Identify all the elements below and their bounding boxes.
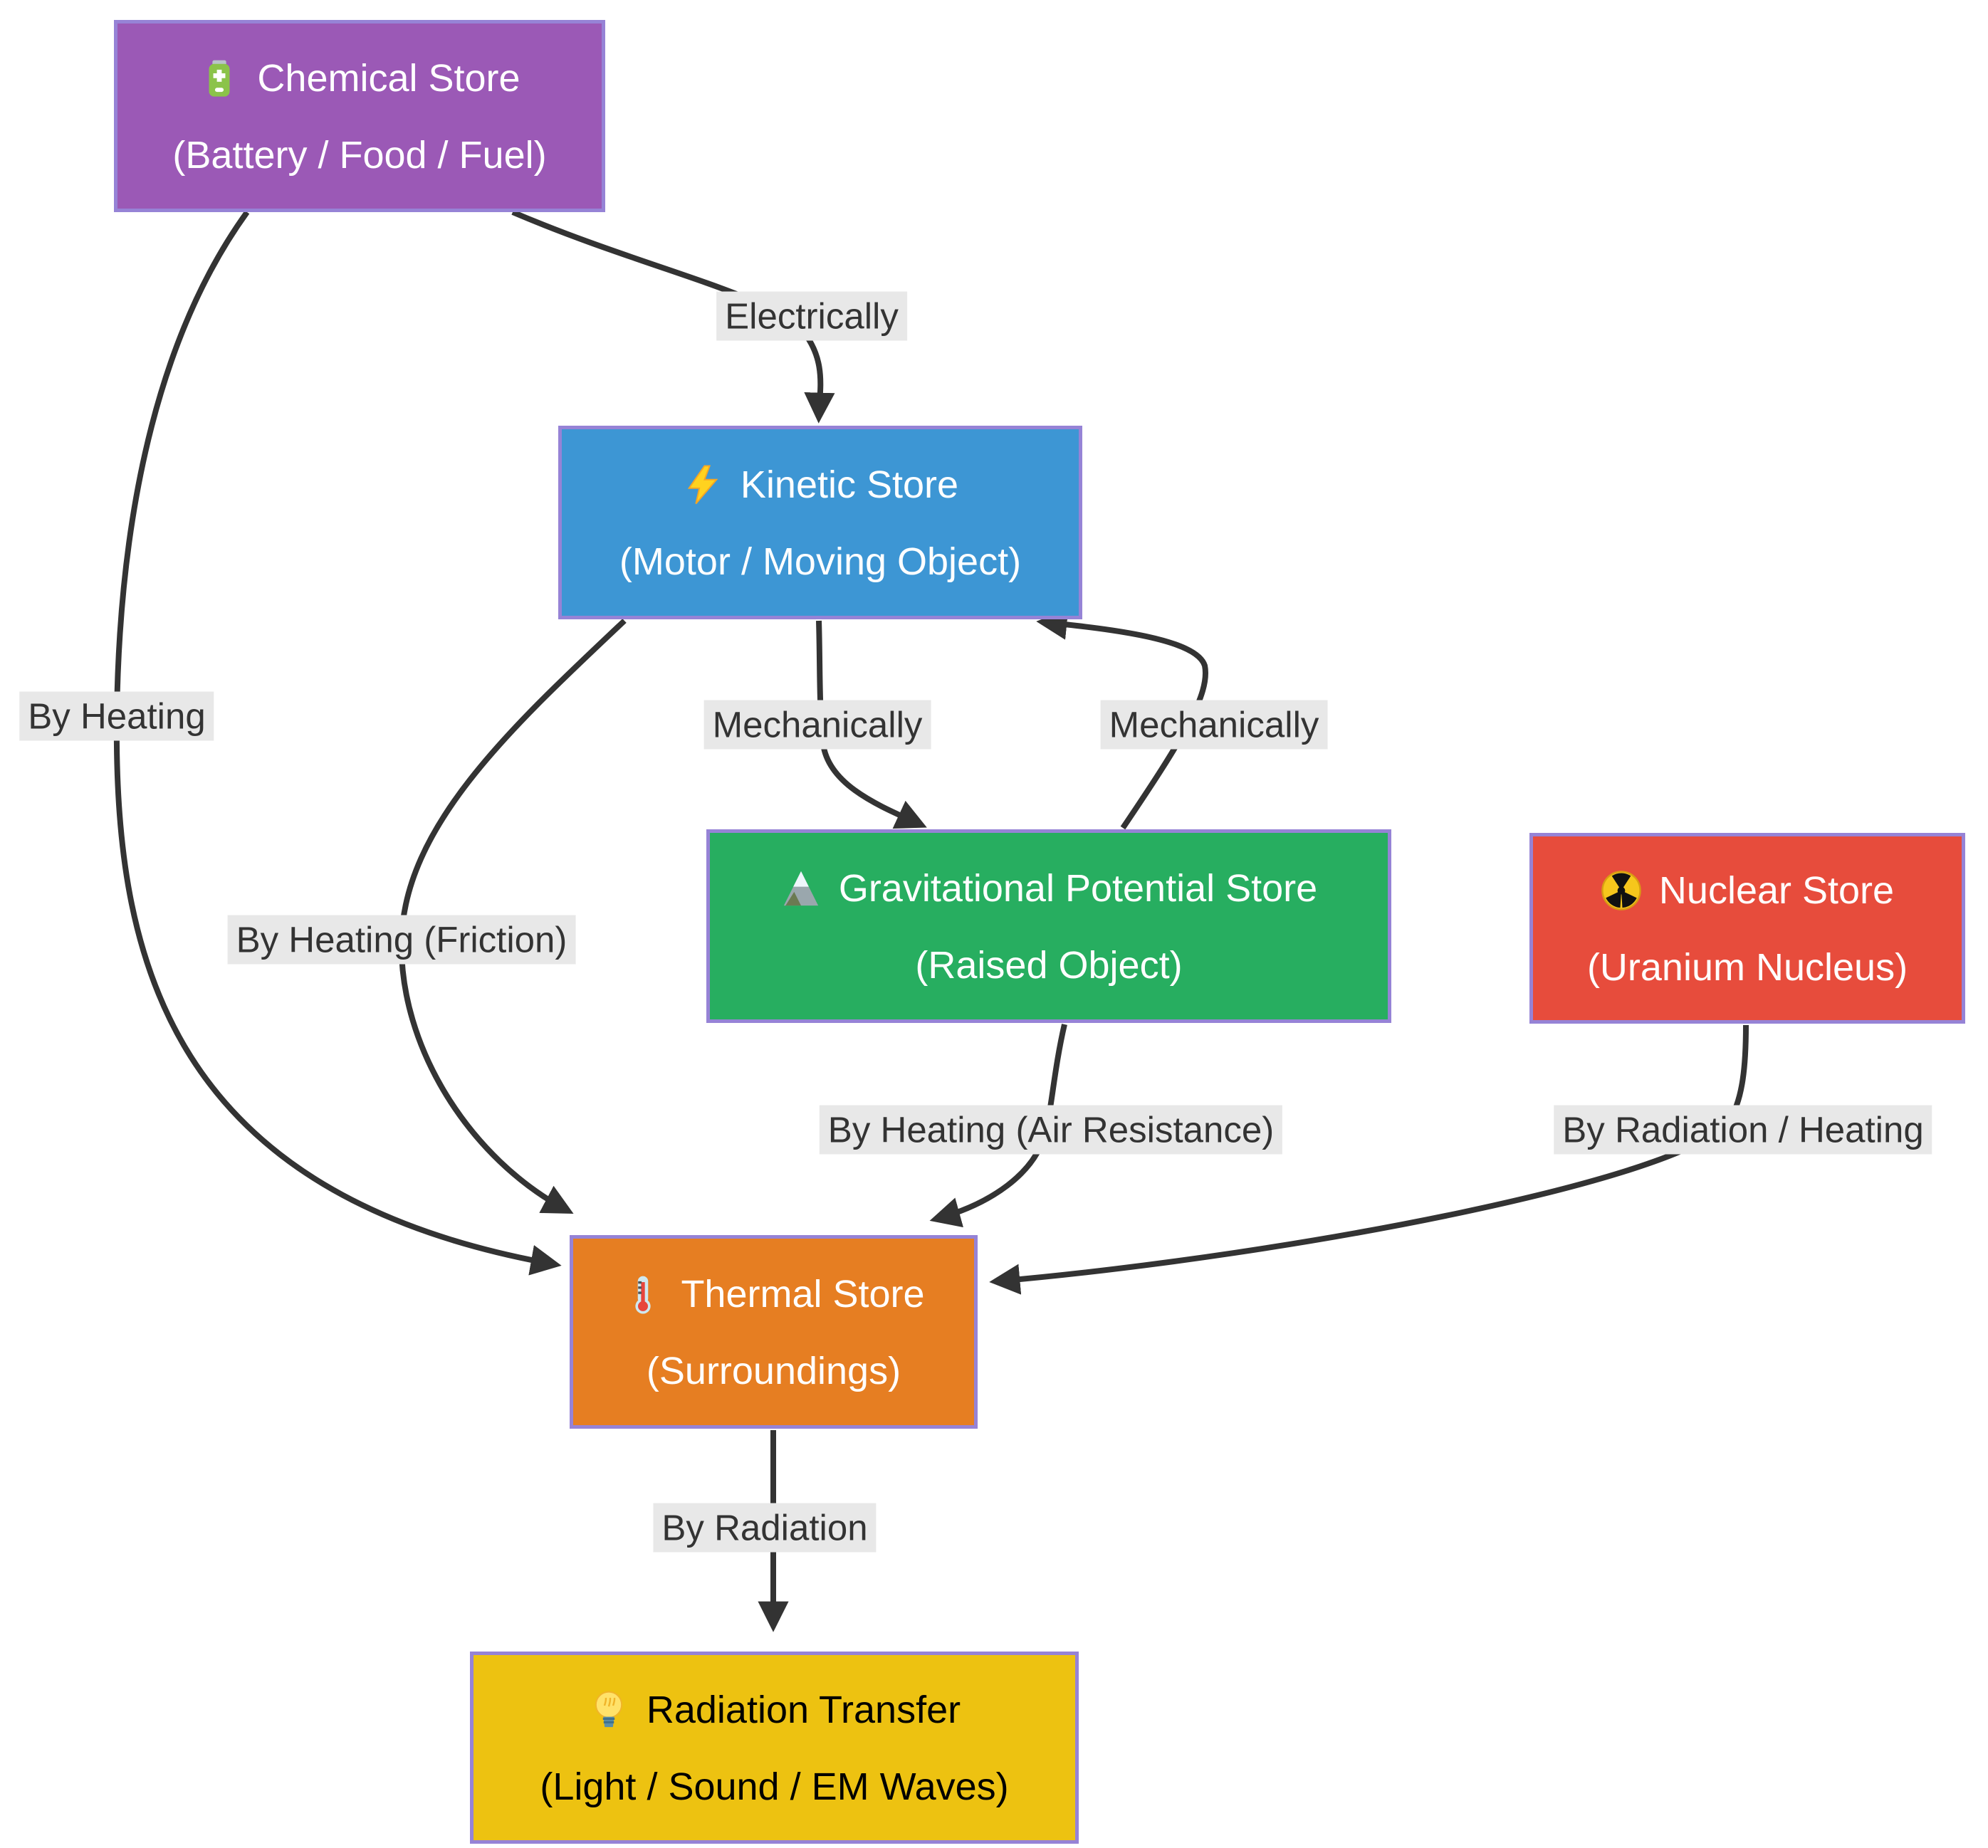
lightbulb-icon bbox=[595, 1691, 622, 1728]
node-kinetic-store: Kinetic Store (Motor / Moving Object) bbox=[558, 426, 1082, 619]
node-radiation-transfer: Radiation Transfer (Light / Sound / EM W… bbox=[470, 1652, 1079, 1844]
edge-label-by-radiation-heating: By Radiation / Heating bbox=[1554, 1105, 1932, 1155]
node-subtitle: (Uranium Nucleus) bbox=[1586, 946, 1908, 989]
node-title-row: Thermal Store bbox=[622, 1273, 925, 1316]
lightning-icon bbox=[687, 465, 718, 505]
node-subtitle: (Raised Object) bbox=[915, 944, 1183, 987]
node-chemical-store: Chemical Store (Battery / Food / Fuel) bbox=[114, 20, 605, 212]
node-subtitle: (Light / Sound / EM Waves) bbox=[540, 1765, 1009, 1808]
node-title: Nuclear Store bbox=[1658, 869, 1895, 912]
mountain-icon bbox=[783, 871, 818, 906]
node-gravitational-potential-store: Gravitational Potential Store (Raised Ob… bbox=[706, 829, 1391, 1023]
node-title-row: Radiation Transfer bbox=[588, 1689, 961, 1731]
node-subtitle: (Battery / Food / Fuel) bbox=[172, 134, 547, 177]
node-subtitle: (Surroundings) bbox=[646, 1350, 901, 1392]
node-title-row: Chemical Store bbox=[199, 58, 520, 99]
node-subtitle: (Motor / Moving Object) bbox=[619, 540, 1022, 583]
thermometer-icon bbox=[635, 1276, 652, 1314]
edge-label-by-heating: By Heating bbox=[19, 691, 214, 741]
node-title-row: Gravitational Potential Store bbox=[780, 868, 1317, 909]
radioactive-icon bbox=[1601, 871, 1641, 910]
node-title-row: Kinetic Store bbox=[682, 464, 958, 505]
node-title-row: Nuclear Store bbox=[1601, 870, 1894, 911]
node-title: Kinetic Store bbox=[740, 463, 959, 506]
edge-chemical-to-thermal bbox=[113, 210, 562, 1276]
node-title: Radiation Transfer bbox=[646, 1689, 961, 1731]
edge-gravitational-to-kinetic bbox=[1036, 609, 1208, 830]
edge-label-by-radiation: By Radiation bbox=[653, 1503, 877, 1553]
edge-label-by-heating-air-resistance: By Heating (Air Resistance) bbox=[819, 1105, 1283, 1155]
edge-label-by-heating-friction: By Heating (Friction) bbox=[227, 915, 576, 965]
node-thermal-store: Thermal Store (Surroundings) bbox=[570, 1235, 978, 1429]
node-title: Gravitational Potential Store bbox=[838, 867, 1318, 910]
node-title: Chemical Store bbox=[257, 57, 520, 100]
edge-label-mechanically-up: Mechanically bbox=[1100, 700, 1328, 750]
node-title: Thermal Store bbox=[681, 1273, 925, 1316]
edge-nuclear-to-thermal bbox=[989, 1024, 1749, 1295]
battery-icon bbox=[209, 60, 230, 97]
edge-label-electrically: Electrically bbox=[716, 291, 907, 341]
edge-label-mechanically-down: Mechanically bbox=[703, 700, 931, 750]
node-nuclear-store: Nuclear Store (Uranium Nucleus) bbox=[1529, 833, 1965, 1024]
